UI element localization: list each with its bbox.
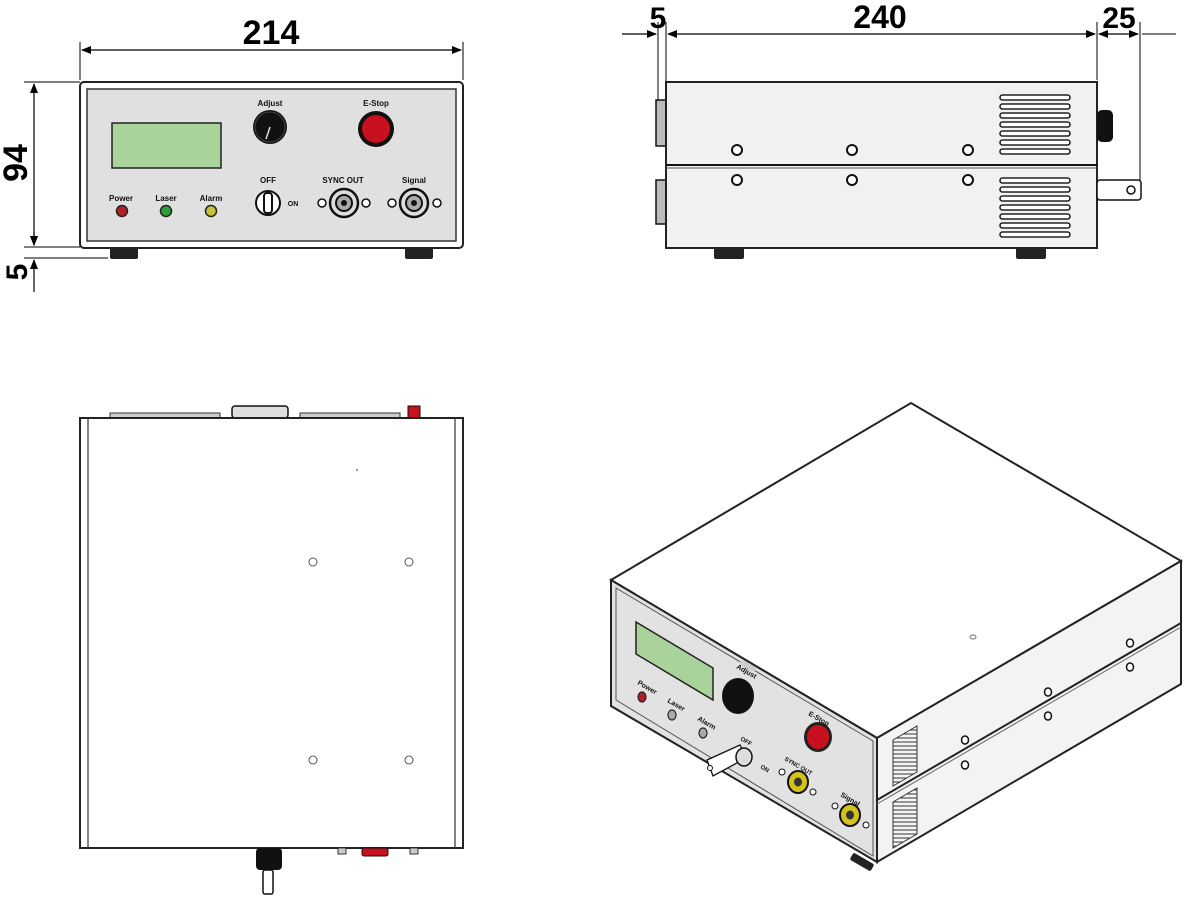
sync-out-label: SYNC OUT (322, 176, 363, 185)
iso-leds (637, 691, 708, 739)
laser-led-icon (159, 204, 173, 218)
estop-button-icon (358, 111, 394, 147)
rear-connector (655, 99, 667, 147)
iso-lcd-display (635, 620, 714, 702)
iso-signal-connector-icon (831, 802, 870, 829)
iso-screws (960, 638, 1135, 770)
height-dimension-label: 94 (0, 144, 35, 182)
knob-side-icon (1097, 110, 1113, 142)
front-view: 214 94 5 Adjust E- (0, 14, 464, 292)
feet-dimension-label: 5 (1, 264, 34, 281)
off-label: OFF (260, 176, 276, 185)
height-dimension: 94 (0, 81, 80, 248)
iso-key-switch-icon (706, 744, 753, 777)
depth-dimension-label: 240 (853, 0, 906, 35)
rear-protrusion-label: 5 (650, 2, 667, 35)
iso-vent (892, 787, 918, 849)
key-top-icon (262, 869, 274, 895)
iso-sync-out-connector-icon (778, 768, 817, 796)
feet-dimension: 5 (1, 232, 108, 292)
width-dimension-label: 214 (243, 14, 300, 52)
alarm-led-label: Alarm (200, 194, 223, 203)
sync-out-connector-icon (317, 187, 371, 219)
depth-dimensions: 5 240 25 (622, 0, 1176, 180)
top-screw-holes (308, 557, 414, 765)
foot (405, 248, 433, 259)
signal-connector-icon (387, 187, 442, 219)
key-switch-icon (255, 190, 281, 216)
alarm-led-icon (204, 204, 218, 218)
side-vents (999, 94, 1071, 238)
adjust-label: Adjust (258, 99, 283, 108)
iso-on-label: ON (759, 765, 770, 775)
foot (110, 248, 138, 259)
lcd-display (111, 122, 222, 169)
power-led-label: Power (109, 194, 133, 203)
width-dimension: 214 (79, 14, 464, 80)
key-side-icon (1096, 179, 1142, 201)
foot (850, 853, 874, 871)
isometric-view: Power Laser Alarm Adjust E-Stop OFF ON S… (609, 401, 1183, 871)
power-led-icon (115, 204, 129, 218)
rear-connector (655, 179, 667, 225)
estop-label: E-Stop (363, 99, 389, 108)
knob-top-icon (256, 848, 282, 870)
front-protrusion-label: 25 (1102, 2, 1135, 35)
side-view: 5 240 25 (622, 0, 1176, 259)
laser-led-label: Laser (155, 194, 176, 203)
side-screws (731, 144, 974, 186)
top-view (79, 405, 464, 895)
foot (1016, 248, 1046, 259)
signal-label: Signal (402, 176, 426, 185)
foot (714, 248, 744, 259)
iso-off-label: OFF (739, 737, 753, 748)
adjust-knob-icon (253, 110, 287, 144)
on-label: ON (288, 201, 299, 208)
iso-vent (892, 725, 918, 787)
iso-adjust-knob-icon (722, 678, 754, 714)
